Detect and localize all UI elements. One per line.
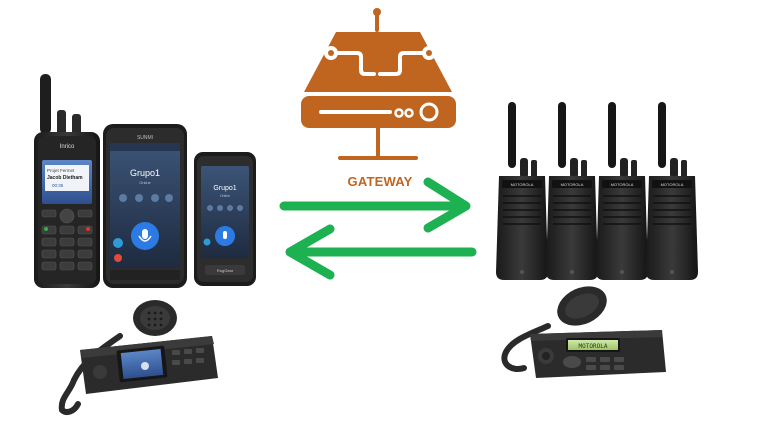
motorola-handheld-brand: MOTOROLA [611,182,634,187]
sunmi-rugged-phone: SUNMI Grupo1 Online [103,124,187,288]
motorola-mobile-brand: MOTOROLA [579,343,608,350]
small-brand-label: RugGear [217,268,234,273]
motorola-handheld-brand: MOTOROLA [511,182,534,187]
large-handheld-call-id: 00:35 [52,183,64,188]
inrico-handheld-radio: Inrico Projet Fermet Jacob Dietham 00:35 [34,74,100,288]
arrow-left-icon [285,224,477,280]
gateway-label: GATEWAY [347,174,413,189]
motorola-handheld-radio: MOTOROLA [496,102,548,280]
small-group-sub: Online [220,194,230,198]
tablet-group-name: Grupo1 [130,168,160,178]
motorola-handheld-radio: MOTOROLA [546,102,598,280]
inrico-mobile-radio [58,300,218,415]
large-handheld-contact-1: Projet Fermet [47,168,75,173]
gateway-server-icon [301,8,456,160]
ruggear-phone: Grupo1 Online RugGear [194,152,256,286]
motorola-handheld-group: MOTOROLA MOTOROLA [496,102,698,280]
phone-brand-label: SUNMI [137,135,153,141]
large-handheld-contact-2: Jacob Dietham [47,175,83,181]
inrico-brand-label: Inrico [60,144,75,150]
arrow-right-icon [279,177,471,233]
small-group-name: Grupo1 [213,185,236,192]
motorola-handheld-radio: MOTOROLA [646,102,698,280]
motorola-handheld-radio: MOTOROLA [596,102,648,280]
motorola-mobile-radio: MOTOROLA [501,286,666,378]
motorola-handheld-brand: MOTOROLA [561,182,584,187]
keypad [41,208,93,271]
tablet-group-sub: Online [139,180,151,185]
motorola-handheld-brand: MOTOROLA [661,182,684,187]
